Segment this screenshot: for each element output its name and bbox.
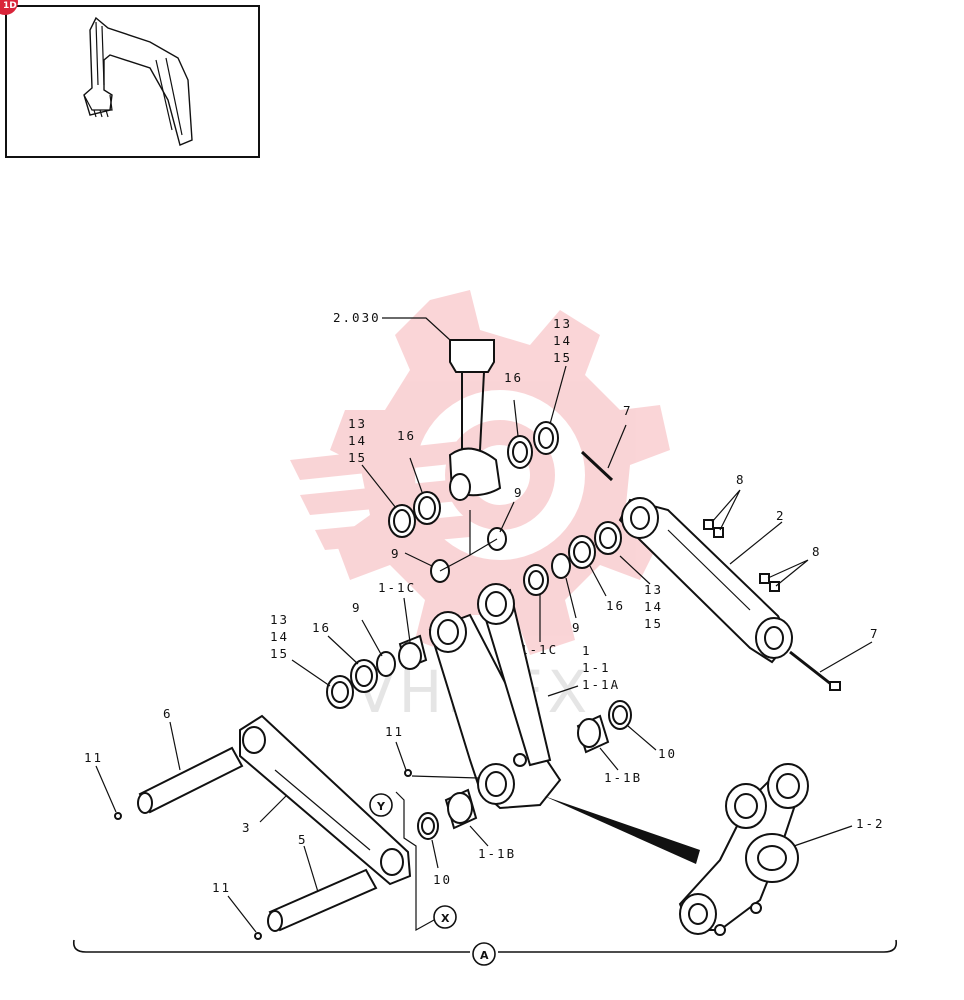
callout-16d: 16 — [312, 620, 331, 635]
reference-a-label: A — [480, 949, 489, 962]
callout-1-1: 1-1 — [582, 660, 611, 675]
cylinder-rod-end — [448, 339, 502, 501]
bushing-1-1C-left — [326, 634, 428, 709]
nuts-8 — [703, 519, 780, 592]
callout-9d: 9 — [352, 600, 362, 615]
callout-11c: 11 — [212, 880, 231, 895]
callout-13c: 13 — [644, 582, 663, 597]
main-link-1 — [428, 583, 562, 810]
reference-y-label: Y — [376, 800, 386, 813]
callout-2: 2 — [776, 508, 786, 523]
callout-1-1C-b: 1-1C — [520, 642, 558, 657]
callout-3: 3 — [242, 820, 252, 835]
link-2 — [618, 497, 793, 664]
detail-arrow — [544, 796, 700, 864]
callout-14b: 14 — [553, 333, 572, 348]
reference-x-label: X — [441, 912, 450, 925]
callout-15c: 15 — [644, 616, 663, 631]
callout-9b: 9 — [391, 546, 401, 561]
detail-assembly-1-2 — [678, 763, 809, 936]
callout-1-1C-a: 1-1C — [378, 580, 416, 595]
callout-6: 6 — [163, 706, 173, 721]
callout-15a: 15 — [348, 450, 367, 465]
callout-16b: 16 — [504, 370, 523, 385]
callout-10b: 10 — [433, 872, 452, 887]
bushing-1-1B-upper — [576, 700, 632, 754]
grease-fitting-center — [404, 769, 412, 777]
link-3 — [239, 714, 412, 886]
washer-set-right — [523, 521, 622, 596]
callout-5: 5 — [298, 832, 308, 847]
callout-10a: 10 — [658, 746, 677, 761]
callout-9c: 9 — [572, 620, 582, 635]
callout-2030: 2.030 — [333, 310, 381, 325]
badge-text: 1D — [3, 1, 17, 11]
callout-8a: 8 — [736, 472, 746, 487]
callout-1-1A: 1-1A — [582, 677, 620, 692]
pin-6 — [114, 746, 244, 820]
callout-1-2: 1-2 — [856, 816, 885, 831]
callout-1: 1 — [582, 643, 592, 658]
washer-set-top-left — [388, 421, 559, 538]
callout-16c: 16 — [606, 598, 625, 613]
callout-15b: 15 — [553, 350, 572, 365]
pin-5 — [254, 868, 378, 940]
bushing-1-1B-lower — [417, 788, 478, 840]
reference-a: A — [472, 942, 496, 966]
callout-9a: 9 — [514, 485, 524, 500]
callout-7a: 7 — [623, 403, 633, 418]
machine-thumbnail — [5, 5, 260, 158]
callout-11a: 11 — [385, 724, 404, 739]
callout-7b: 7 — [870, 626, 880, 641]
callout-15d: 15 — [270, 646, 289, 661]
callout-14a: 14 — [348, 433, 367, 448]
bracket-a — [72, 939, 898, 953]
callout-13b: 13 — [553, 316, 572, 331]
callout-13a: 13 — [348, 416, 367, 431]
reference-y: Y — [369, 793, 393, 817]
callout-14d: 14 — [270, 629, 289, 644]
reference-x: X — [433, 905, 457, 929]
callout-11b: 11 — [84, 750, 103, 765]
bolts-7 — [580, 450, 841, 691]
callout-16a: 16 — [397, 428, 416, 443]
callout-1-1B-a: 1-1B — [604, 770, 642, 785]
page-badge: 1D — [0, 0, 18, 15]
callout-14c: 14 — [644, 599, 663, 614]
callout-1-1B-b: 1-1B — [478, 846, 516, 861]
callout-13d: 13 — [270, 612, 289, 627]
callout-8b: 8 — [812, 544, 822, 559]
